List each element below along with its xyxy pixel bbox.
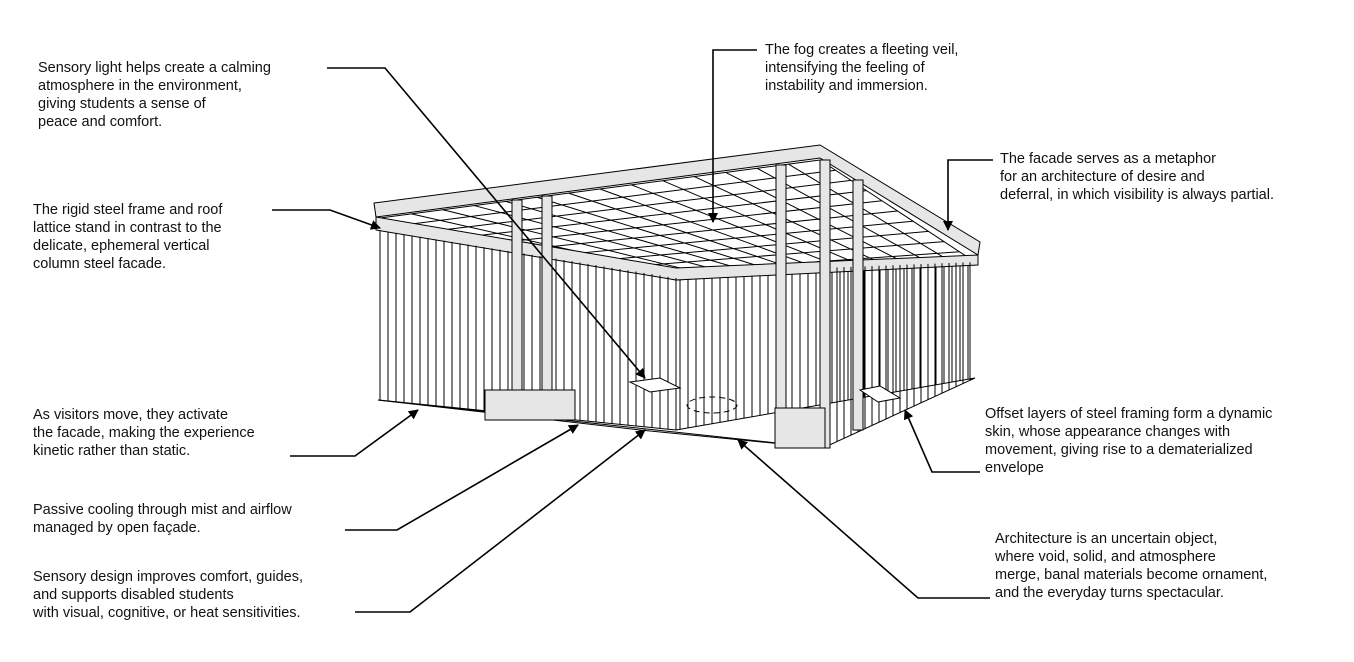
annotation-line: movement, giving rise to a dematerialize… — [985, 442, 1253, 458]
steel-column — [511, 199, 523, 421]
annotation-line: The rigid steel frame and roof — [33, 202, 223, 218]
leader-offset-layers — [904, 409, 980, 473]
leader-architecture — [737, 439, 990, 599]
mist-outlet — [686, 396, 738, 414]
annotation-architecture: Architecture is an uncertain object, wher… — [995, 530, 1267, 602]
floor-light-panel — [628, 377, 682, 393]
roof-lattice-line — [409, 169, 836, 225]
annotation-line: giving students a sense of — [38, 96, 206, 112]
annotation-offset-layers: Offset layers of steel framing form a dy… — [985, 405, 1272, 477]
annotation-steel-frame: The rigid steel frame and roof lattice st… — [33, 201, 222, 273]
roof-lattice-line — [527, 210, 898, 250]
steel-column — [775, 164, 787, 449]
annotation-line: Sensory design improves comfort, guides, — [33, 569, 303, 585]
annotation-line: where void, solid, and atmosphere — [995, 549, 1216, 565]
leader-visitors — [290, 409, 419, 457]
annotation-passive-cooling: Passive cooling through mist and airflow… — [33, 501, 292, 537]
leader-passive-cooling — [345, 424, 579, 531]
roof-lattice-line — [379, 159, 821, 219]
annotation-visitors: As visitors move, they activate the facad… — [33, 406, 255, 460]
annotation-line: and supports disabled students — [33, 587, 234, 603]
roof-lattice-line — [498, 200, 883, 244]
floor-light-panel — [858, 385, 902, 403]
leader-sensory-light — [327, 67, 646, 379]
steel-column — [819, 159, 831, 449]
leader-fog — [708, 49, 757, 223]
annotation-line: deferral, in which visibility is always … — [1000, 187, 1274, 203]
annotation-line: peace and comfort. — [38, 114, 163, 130]
annotation-line: Architecture is an uncertain object, — [995, 531, 1218, 547]
roof-lattice-line — [468, 190, 867, 238]
annotation-line: Sensory light helps create a calming — [38, 60, 271, 76]
annotation-line: with visual, cognitive, or heat sensitiv… — [33, 605, 301, 621]
annotation-sensory-light: Sensory light helps create a calming atmo… — [38, 59, 271, 131]
column-base — [774, 407, 826, 449]
annotation-line: instability and immersion. — [765, 78, 928, 94]
annotation-line: merge, banal materials become ornament, — [995, 567, 1268, 583]
leader-steel-frame — [272, 209, 381, 230]
leader-facade-metaphor — [943, 159, 993, 231]
annotation-line: column steel facade. — [33, 256, 166, 272]
annotation-line: lattice stand in contrast to the — [33, 220, 222, 236]
steel-column — [541, 195, 553, 421]
annotation-line: kinetic rather than static. — [33, 443, 191, 459]
floor-edge — [377, 399, 824, 449]
annotation-facade-metaphor: The facade serves as a metaphor for an ar… — [1000, 150, 1274, 204]
annotation-line: delicate, ephemeral vertical — [33, 238, 210, 254]
annotation-line: envelope — [985, 460, 1044, 476]
annotation-line: As visitors move, they activate — [33, 407, 229, 423]
annotation-line: atmosphere in the environment, — [38, 78, 242, 94]
annotation-line: Passive cooling through mist and airflow — [33, 502, 292, 518]
annotation-fog: The fog creates a fleeting veil, intensif… — [765, 41, 958, 95]
annotation-line: skin, whose appearance changes with — [985, 424, 1231, 440]
annotation-line: managed by open façade. — [33, 520, 201, 536]
annotation-line: Offset layers of steel framing form a dy… — [985, 406, 1273, 422]
annotation-line: The fog creates a fleeting veil, — [765, 42, 959, 58]
annotation-line: and the everyday turns spectacular. — [995, 585, 1224, 601]
annotation-line: The facade serves as a metaphor — [1000, 151, 1217, 167]
steel-column — [852, 179, 864, 431]
annotation-line: intensifying the feeling of — [765, 60, 925, 76]
annotation-line: for an architecture of desire and — [1000, 169, 1205, 185]
annotation-line: the facade, making the experience — [33, 425, 255, 441]
leader-sensory-design — [355, 429, 646, 613]
roof-lattice-line — [587, 230, 929, 262]
column-base — [484, 389, 576, 421]
annotation-sensory-design: Sensory design improves comfort, guides,… — [33, 568, 303, 622]
